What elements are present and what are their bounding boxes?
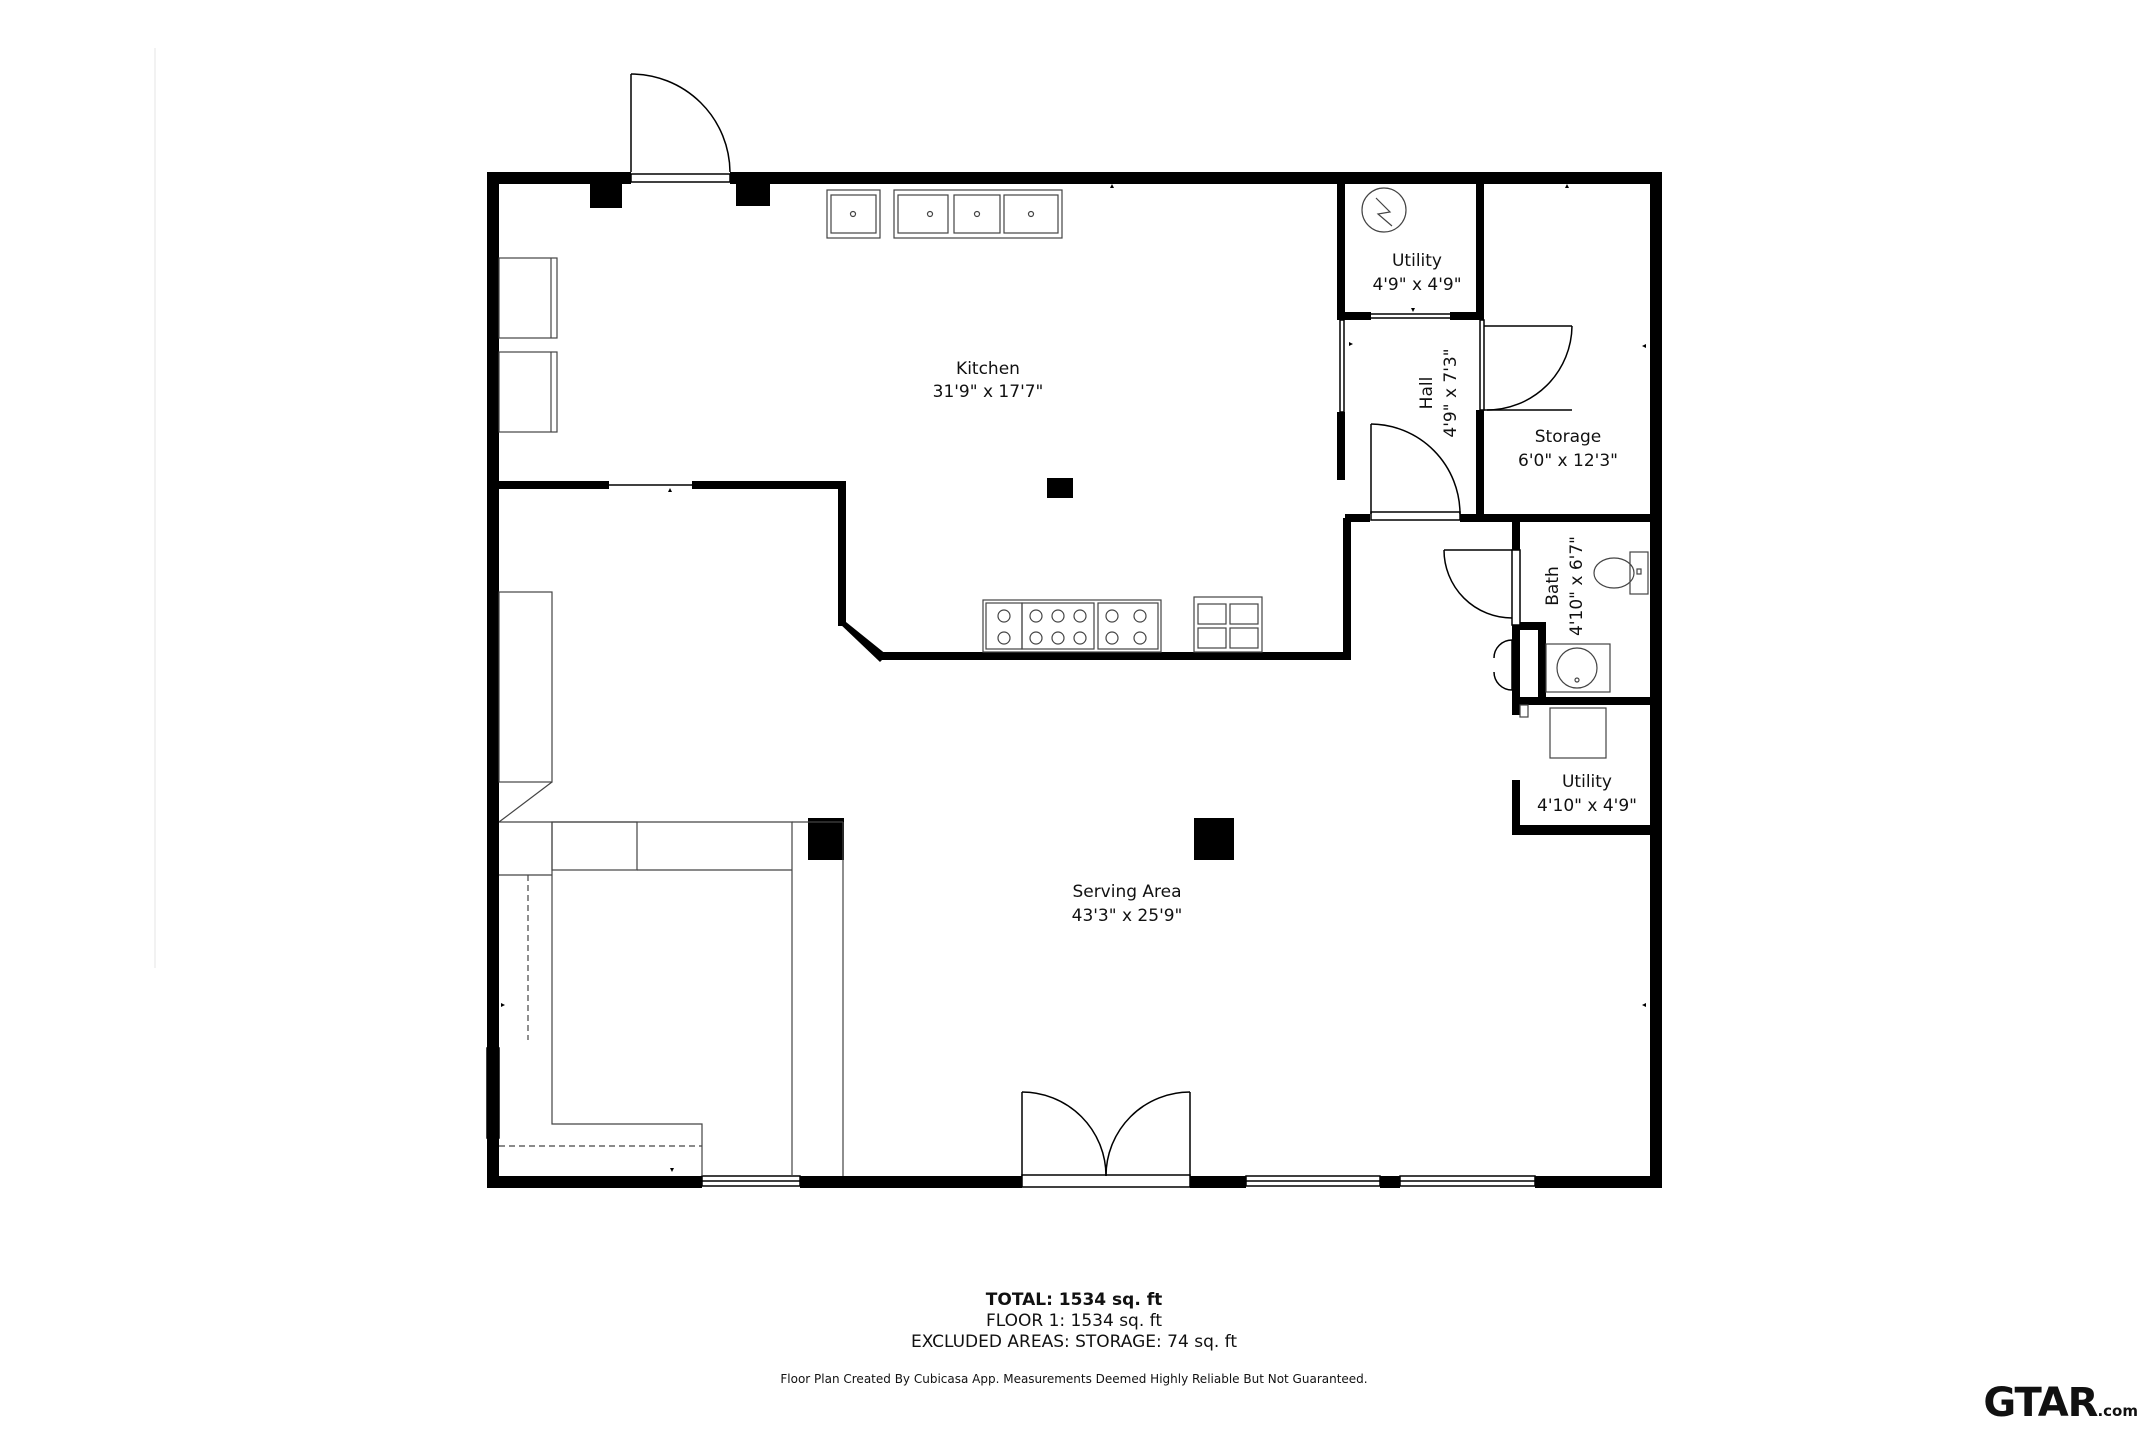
excluded-area: EXCLUDED AREAS: STORAGE: 74 sq. ft bbox=[910, 1332, 1238, 1352]
utility-bottom-label: Utility bbox=[1562, 772, 1612, 792]
windows bbox=[486, 173, 1536, 1187]
doors[interactable] bbox=[630, 73, 1573, 1188]
serving-area-dims: 43'3" x 25'9" bbox=[1072, 906, 1183, 926]
logo-suffix: .com bbox=[2097, 1402, 2138, 1420]
storage-label: Storage bbox=[1535, 427, 1602, 447]
utility-top-label: Utility bbox=[1392, 251, 1442, 271]
bath-label: Bath bbox=[1543, 566, 1563, 606]
area-totals: TOTAL: 1534 sq. ft FLOOR 1: 1534 sq. ft … bbox=[0, 1290, 2148, 1353]
floor1-area: FLOOR 1: 1534 sq. ft bbox=[985, 1311, 1163, 1331]
gtar-logo: GTAR.com bbox=[1983, 1380, 2138, 1426]
total-area: TOTAL: 1534 sq. ft bbox=[985, 1290, 1163, 1310]
bath-dims: 4'10" x 6'7" bbox=[1567, 536, 1587, 636]
hall-dims: 4'9" x 7'3" bbox=[1441, 348, 1461, 437]
utility-top-dims: 4'9" x 4'9" bbox=[1372, 275, 1461, 295]
serving-area-label: Serving Area bbox=[1072, 882, 1181, 902]
disclaimer: Floor Plan Created By Cubicasa App. Meas… bbox=[780, 1372, 1368, 1386]
storage-dims: 6'0" x 12'3" bbox=[1518, 451, 1618, 471]
kitchen-label: Kitchen bbox=[956, 359, 1020, 379]
hall-label: Hall bbox=[1417, 377, 1437, 410]
utility-bottom-dims: 4'10" x 4'9" bbox=[1537, 796, 1637, 816]
serving-counters bbox=[498, 591, 844, 1176]
exterior-walls bbox=[487, 172, 1662, 1188]
logo-main: GTAR bbox=[1983, 1380, 2098, 1426]
interior-walls bbox=[499, 184, 1662, 860]
service-fixtures bbox=[1361, 187, 1649, 759]
room-labels: Kitchen 31'9" x 17'7" Utility 4'9" x 4'9… bbox=[933, 251, 1637, 926]
kitchen-dims: 31'9" x 17'7" bbox=[933, 382, 1044, 402]
kitchen-fixtures bbox=[498, 189, 1263, 653]
dimension-ticks bbox=[501, 184, 1646, 1172]
